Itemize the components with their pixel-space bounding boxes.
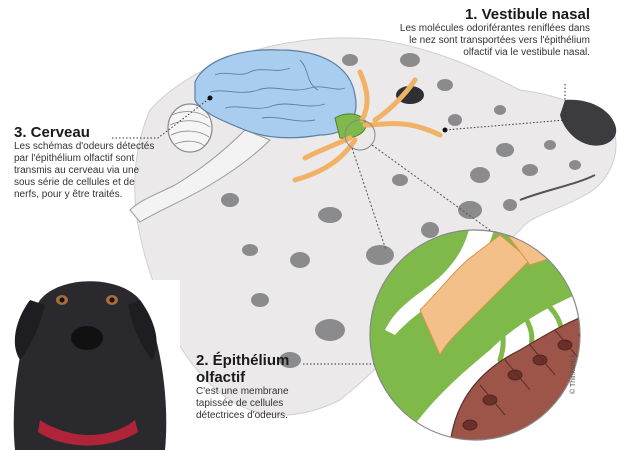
photo-credit: © Thinkstock [570,353,577,394]
vestibule-title: 1. Vestibule nasal [464,6,590,23]
epithelium-text: C'est une membrane tapissée de cellules … [196,386,289,421]
epithelium-inset [370,230,580,440]
dog-nose [560,99,617,146]
fur-spots [221,53,581,368]
dog-eye [396,86,424,104]
epithelium-title: 2. Épithélium olfactif [196,352,290,386]
cerveau-title: 3. Cerveau [14,124,90,141]
label-vestibule-nasal: 1. Vestibule nasal Les molécules odorifé… [390,6,590,59]
label-epithelium-olfactif: 2. Épithélium olfactif C'est une membran… [196,352,316,422]
brain-gyri [209,59,346,122]
vestibule-text: Les molécules odoriférantes reniflées da… [399,23,590,58]
brainstem [129,129,271,223]
label-cerveau: 3. Cerveau Les schémas d'odeurs détectés… [14,124,162,201]
cerebellum [167,103,213,153]
cerveau-text: Les schémas d'odeurs détectés par l'épit… [14,141,155,200]
cerebellum-folds [169,111,211,147]
epithelium-inset-border [369,229,581,441]
callout-lines [112,84,566,393]
dog-photo [0,280,180,450]
dog-mouth [519,174,596,201]
brain [194,49,357,139]
zoom-source-circle [344,119,376,151]
